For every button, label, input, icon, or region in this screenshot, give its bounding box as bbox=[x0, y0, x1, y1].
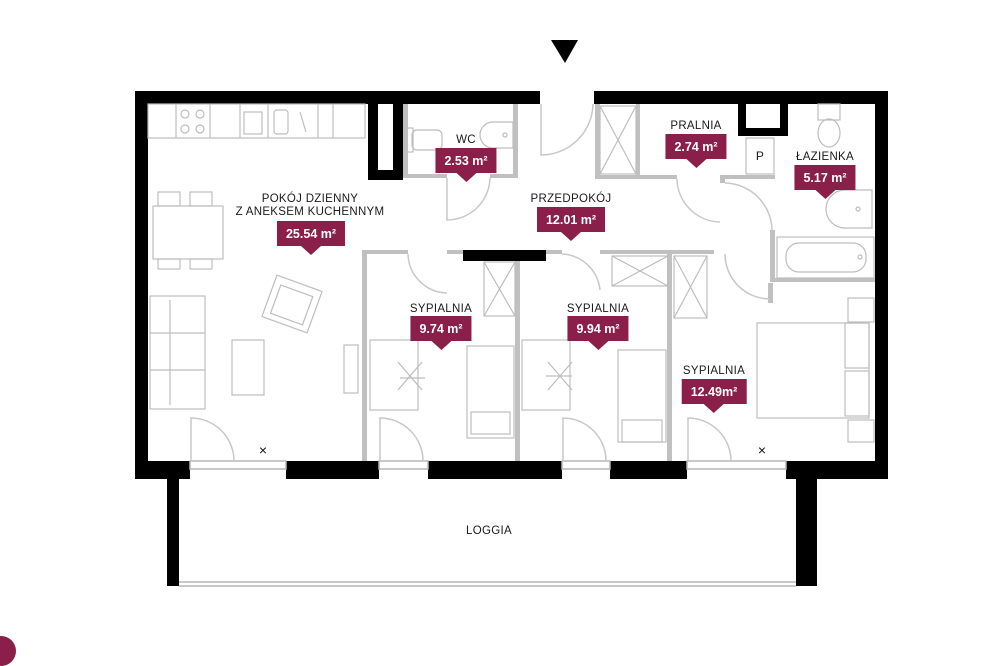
room-name-bathroom: ŁAZIENKA bbox=[795, 151, 855, 163]
area-badge-bedroom1: 9.74 m² bbox=[410, 316, 472, 341]
bedroom3-furniture bbox=[756, 297, 875, 443]
room-name-laundry: PRALNIA bbox=[670, 120, 722, 132]
room-name-living-line1: POKÓJ DZIENNY bbox=[261, 193, 359, 205]
door-swings bbox=[190, 103, 773, 462]
room-name-bedroom1: SYPIALNIA bbox=[409, 303, 473, 315]
room-name-bedroom2: SYPIALNIA bbox=[566, 303, 630, 315]
x-marker-right: × bbox=[757, 442, 767, 458]
room-name-living-line2: Z ANEKSEM KUCHENNYM bbox=[235, 206, 385, 218]
outer-walls bbox=[135, 91, 888, 586]
x-marker-left: × bbox=[258, 442, 268, 458]
area-badge-bedroom2: 9.94 m² bbox=[567, 316, 629, 341]
area-badge-living: 25.54 m² bbox=[276, 221, 346, 246]
wardrobes bbox=[483, 105, 708, 319]
bedroom1-furniture bbox=[343, 339, 515, 439]
living-furniture bbox=[149, 274, 323, 410]
windows bbox=[179, 460, 796, 587]
room-name-hall: PRZEDPOKÓJ bbox=[530, 193, 612, 205]
laundry-fixtures bbox=[745, 137, 775, 175]
bedroom2-furniture bbox=[521, 339, 667, 443]
area-badge-bathroom: 5.17 m² bbox=[794, 165, 856, 190]
area-badge-laundry: 2.74 m² bbox=[665, 134, 727, 159]
kitchen-counter bbox=[147, 103, 366, 139]
area-badge-hall: 12.01 m² bbox=[536, 207, 606, 232]
dining-table bbox=[152, 191, 224, 270]
laundry-p-marker: P bbox=[755, 149, 765, 163]
room-name-bedroom3: SYPIALNIA bbox=[682, 365, 746, 377]
area-badge-bedroom3: 12.49m² bbox=[681, 379, 747, 404]
floor-plan bbox=[135, 40, 888, 587]
room-name-wc: WC bbox=[456, 134, 476, 146]
bathroom-fixtures bbox=[776, 103, 875, 279]
area-badge-wc: 2.53 m² bbox=[435, 148, 497, 173]
room-name-loggia: LOGGIA bbox=[466, 525, 512, 537]
entrance-arrow-icon bbox=[551, 40, 578, 63]
